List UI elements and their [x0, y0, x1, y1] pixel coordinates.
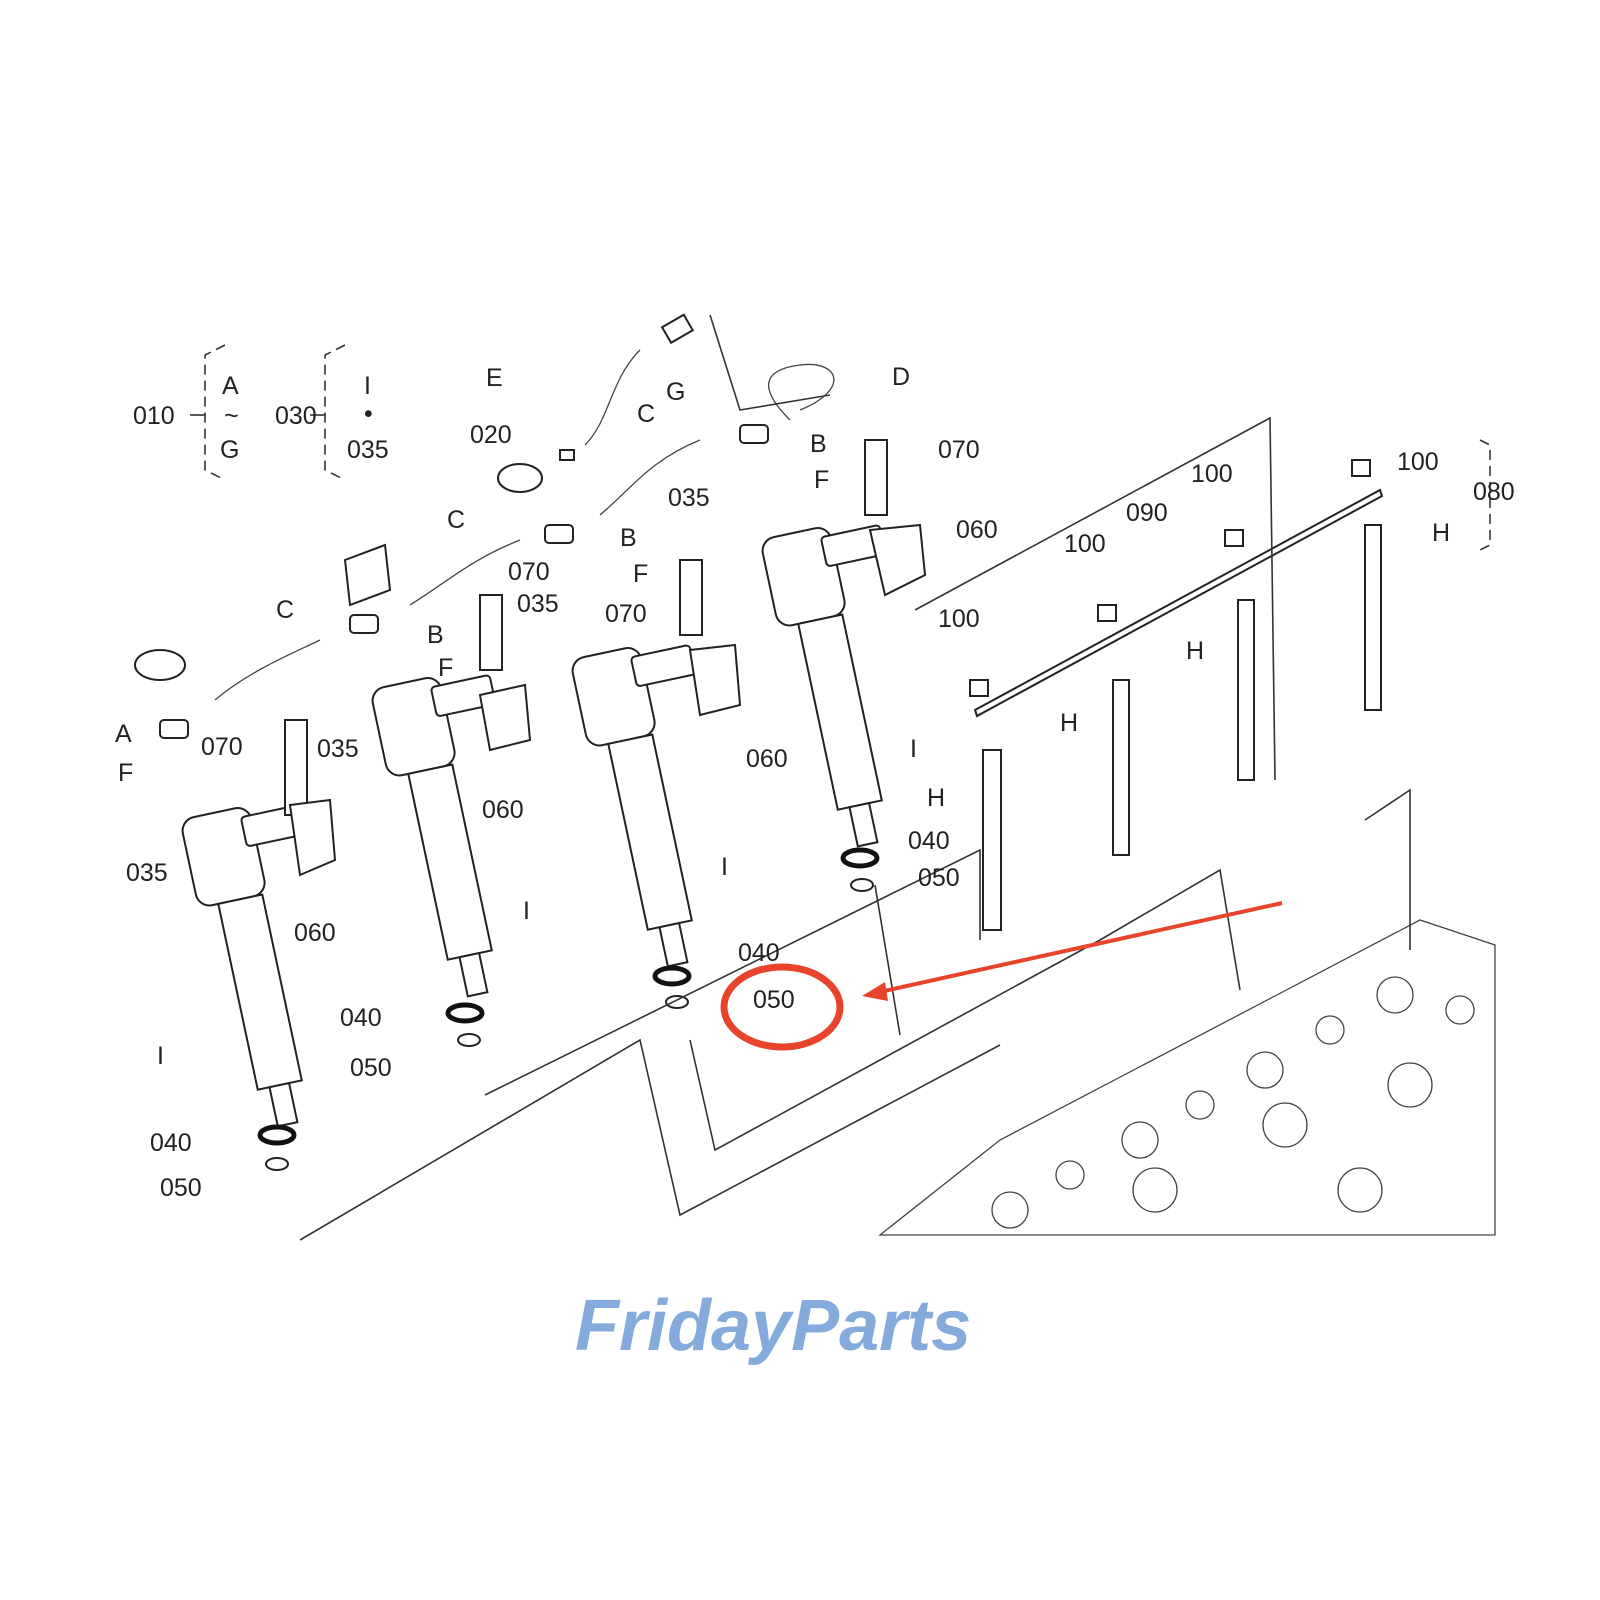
callout-I: I: [157, 1042, 164, 1070]
callout-F: F: [438, 654, 453, 682]
callout-B: B: [427, 621, 444, 649]
callout-I: I: [523, 897, 530, 925]
callout-040: 040: [150, 1129, 192, 1157]
callout-035: 035: [668, 484, 710, 512]
callout-060: 060: [294, 919, 336, 947]
callout-040: 040: [908, 827, 950, 855]
callout-E: E: [486, 364, 503, 392]
callout-F: F: [633, 560, 648, 588]
callout-060: 060: [746, 745, 788, 773]
callout-040: 040: [738, 939, 780, 967]
callout-060: 060: [482, 796, 524, 824]
injector-2: [371, 674, 496, 998]
callout-100: 100: [938, 605, 980, 633]
callout-H: H: [1060, 709, 1078, 737]
legend-030-to: 035: [347, 436, 389, 464]
legend-010-number: 010: [133, 402, 175, 430]
legend-bracket-010: [190, 344, 346, 481]
watermark: FridayParts: [575, 1286, 971, 1366]
glow-plugs: [969, 459, 1384, 931]
callout-080: 080: [1473, 478, 1515, 506]
bracket-080: [1479, 439, 1491, 551]
legend-010-range: ~: [224, 402, 239, 430]
legend-010-to: G: [220, 436, 239, 464]
callout-035: 035: [126, 859, 168, 887]
callout-labels: E G D 020 C B F 070 C 035 B F 060 070 03…: [115, 363, 1515, 1202]
highlight-circle: [720, 963, 844, 1051]
callout-C: C: [447, 506, 465, 534]
callout-070: 070: [938, 436, 980, 464]
fittings: [159, 424, 769, 739]
callout-100: 100: [1064, 530, 1106, 558]
callout-B: B: [620, 524, 637, 552]
legend-030-sep: •: [364, 400, 373, 428]
callout-060: 060: [956, 516, 998, 544]
callout-100: 100: [1397, 448, 1439, 476]
callout-F: F: [814, 466, 829, 494]
injector-3: [571, 644, 696, 968]
callout-070: 070: [201, 733, 243, 761]
legend-010-from: A: [222, 372, 239, 400]
callout-035: 035: [517, 590, 559, 618]
callout-070: 070: [508, 558, 550, 586]
callout-D: D: [892, 363, 910, 391]
callout-C: C: [276, 596, 294, 624]
callout-020: 020: [470, 421, 512, 449]
callout-H: H: [1432, 519, 1450, 547]
callout-C: C: [637, 400, 655, 428]
callout-040: 040: [340, 1004, 382, 1032]
leader-lines: [299, 314, 1411, 1241]
callout-050: 050: [160, 1174, 202, 1202]
cylinder-head: [878, 919, 1496, 1236]
callout-H: H: [1186, 637, 1204, 665]
legend-030-from: I: [364, 372, 371, 400]
highlight-arrow: [862, 901, 1283, 1001]
callout-070: 070: [605, 600, 647, 628]
bolts-and-clamps: [284, 439, 927, 877]
callout-100: 100: [1191, 460, 1233, 488]
callout-A: A: [115, 720, 132, 748]
callout-G: G: [666, 378, 685, 406]
callout-B: B: [810, 430, 827, 458]
callout-050: 050: [350, 1054, 392, 1082]
callout-035: 035: [317, 735, 359, 763]
callout-F: F: [118, 759, 133, 787]
callout-050: 050: [918, 864, 960, 892]
callout-050-highlighted: 050: [753, 986, 795, 1014]
injector-4: [761, 524, 886, 848]
injector-1: [181, 804, 306, 1128]
leak-off-pipe: [134, 313, 835, 701]
watermark-text: FridayParts: [575, 1286, 971, 1366]
seals: [257, 847, 880, 1171]
callout-I: I: [721, 853, 728, 881]
legend-030-number: 030: [275, 402, 317, 430]
callout-090: 090: [1126, 499, 1168, 527]
callout-I: I: [910, 735, 917, 763]
callout-H: H: [927, 784, 945, 812]
